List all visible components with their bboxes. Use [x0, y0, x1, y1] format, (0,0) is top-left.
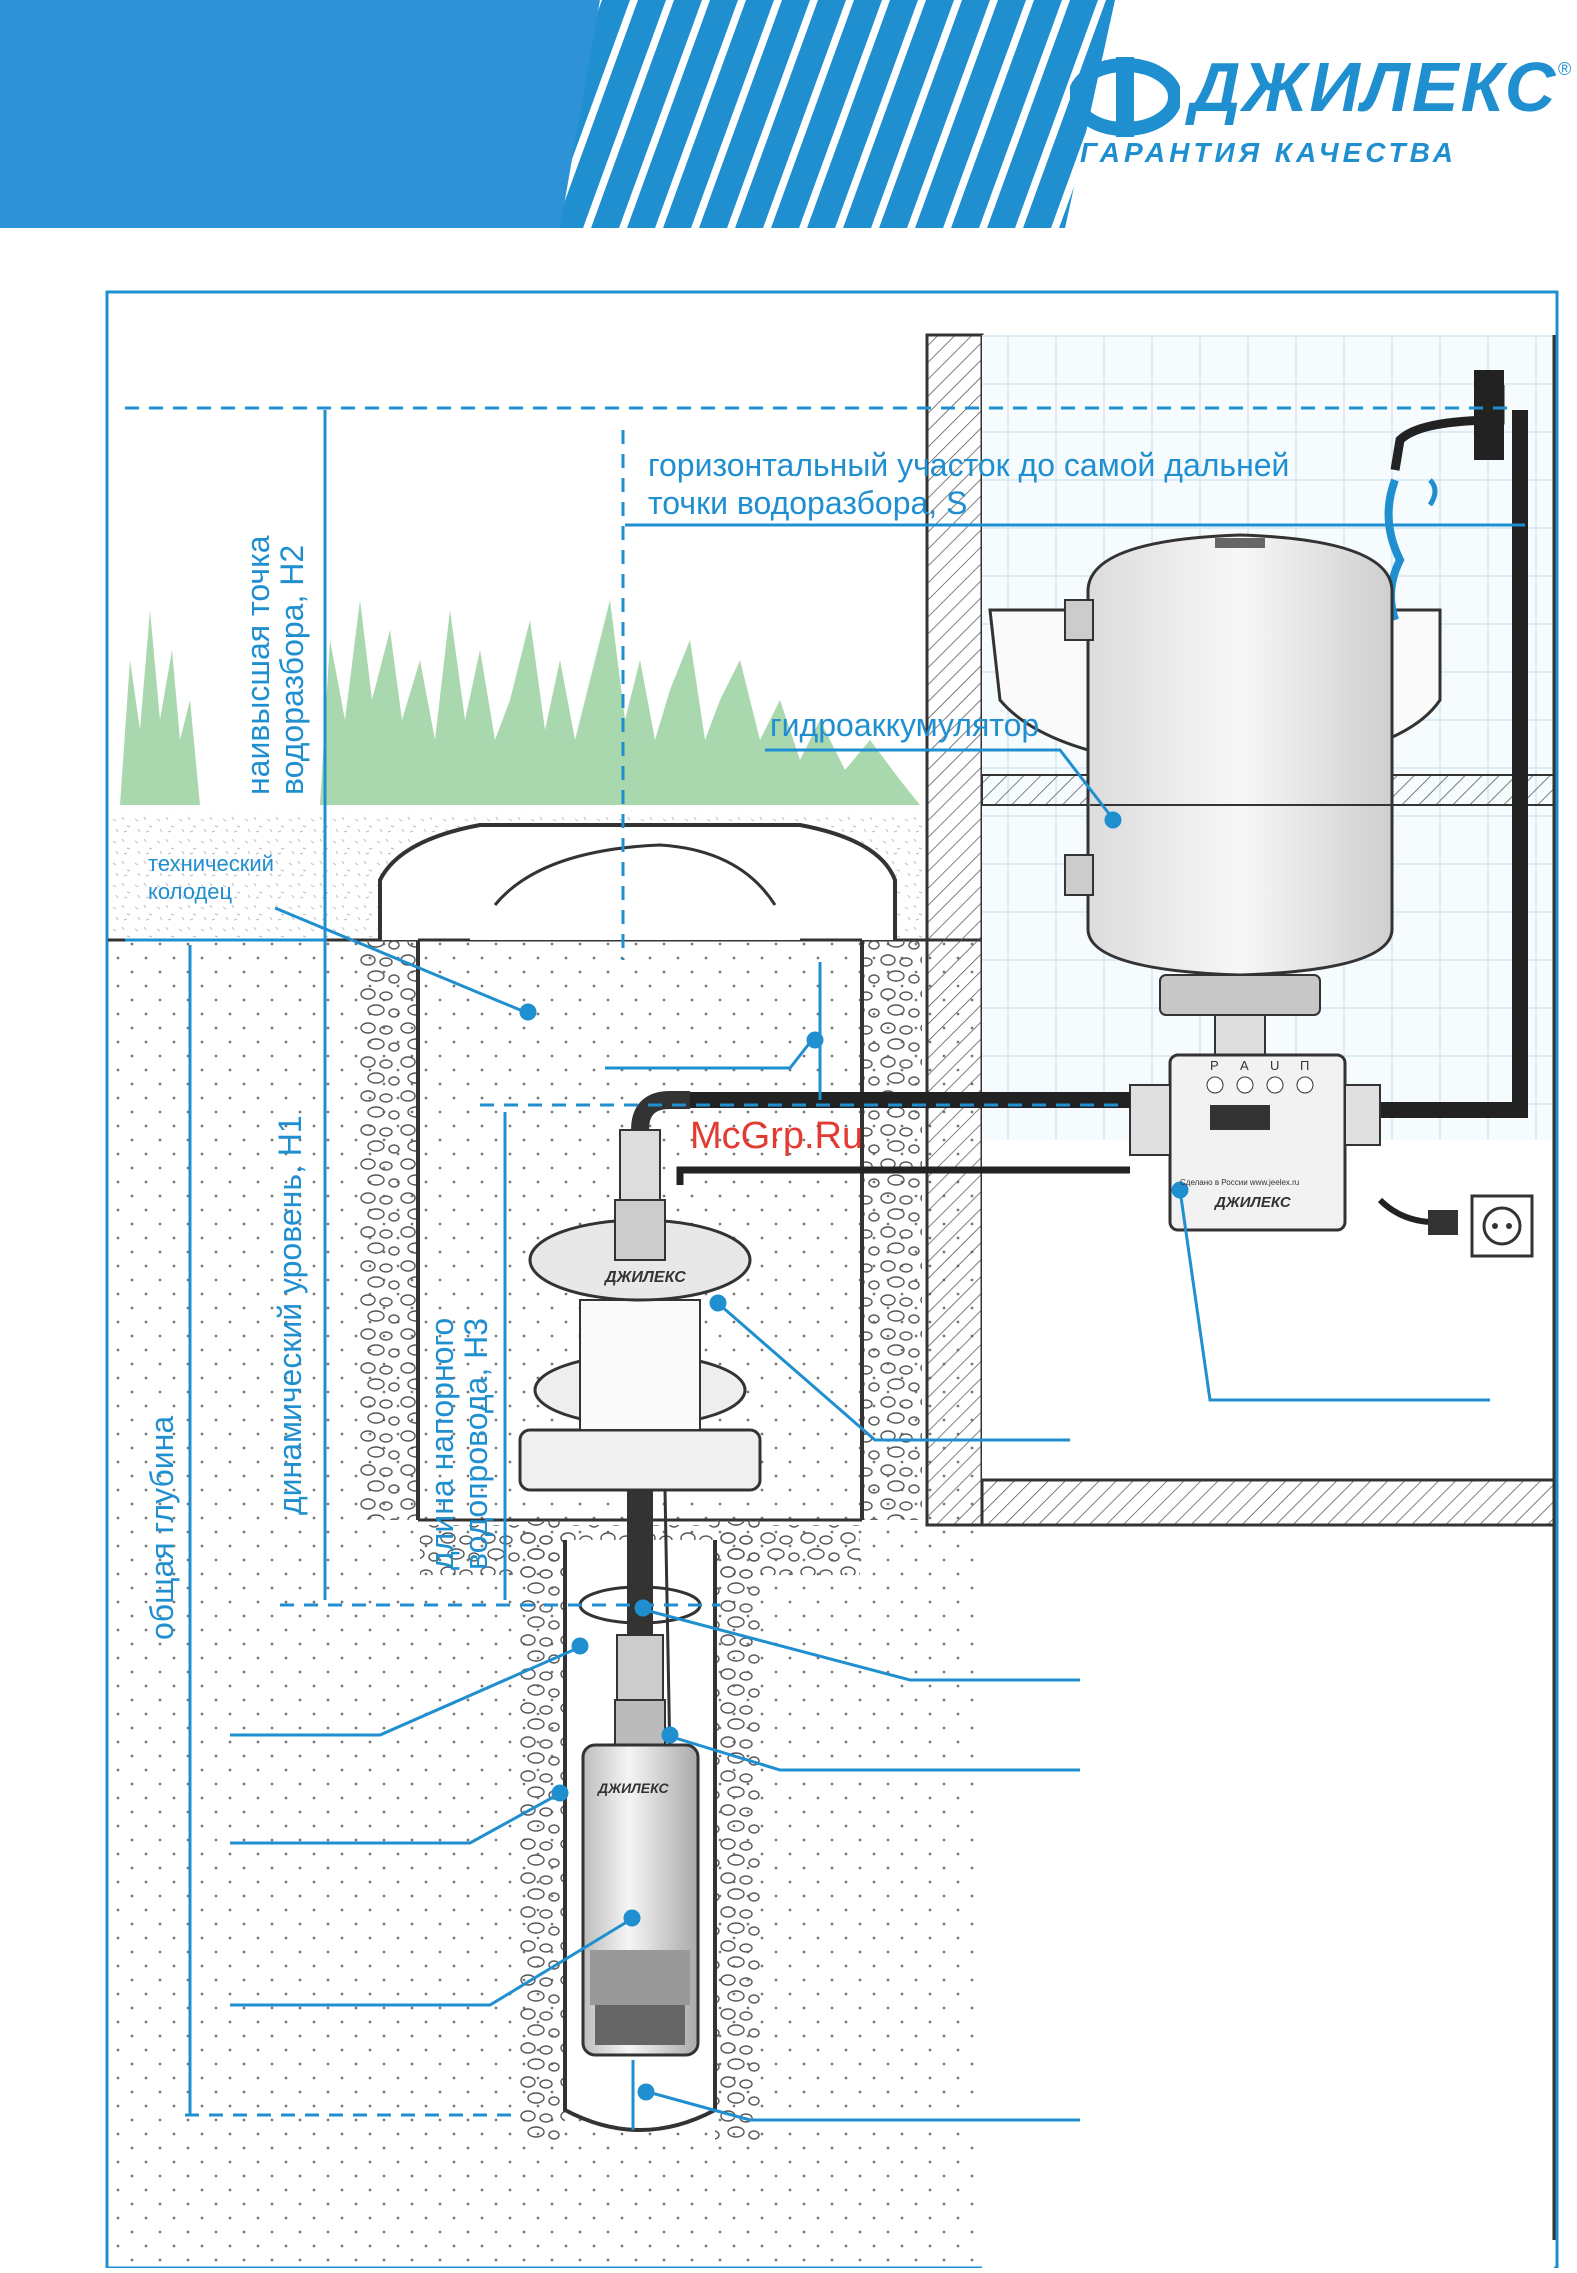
control-unit: [1129, 1053, 1534, 1258]
header-band: [0, 0, 1115, 228]
brand-registered-mark: ®: [1558, 59, 1572, 79]
pipe-to-tap: [1340, 410, 1528, 1118]
label-h3-line2: водопровода, H3: [458, 1317, 494, 1570]
label-accumulator: гидроаккумулятор: [770, 707, 1040, 743]
power-cable: [676, 1166, 1130, 1185]
brand-logo: ДЖИЛЕКС ® ГАРАНТИЯ КАЧЕСТВА: [1070, 48, 1571, 175]
controller-logo: ДЖИЛЕКС: [1213, 1194, 1292, 1211]
controller-led-label: U: [1270, 1058, 1279, 1073]
controller-led-label: П: [1300, 1058, 1309, 1073]
submersible-pump: ДЖИЛЕКС: [581, 1489, 700, 2057]
leader-lines: [230, 748, 1490, 2122]
controller-led-label: Р: [1210, 1058, 1219, 1073]
house-wall: [925, 333, 1556, 2273]
brand-tagline: ГАРАНТИЯ КАЧЕСТВА: [1080, 137, 1457, 168]
controller-footer: Сделано в России www.jeelex.ru: [1180, 1178, 1299, 1187]
grass: [120, 600, 920, 805]
label-tech-well-line1: технический: [148, 851, 274, 876]
label-h2-line2: водоразбора, H2: [274, 544, 310, 795]
controller-led-label: А: [1240, 1058, 1249, 1073]
brand-name: ДЖИЛЕКС: [1190, 48, 1558, 126]
dimension-lines: [125, 406, 1525, 2130]
brand-emblem-icon: [1070, 57, 1180, 137]
accumulator-tank: [1064, 533, 1394, 1061]
label-horizontal-line2: точки водоразбора, S: [648, 485, 968, 521]
watermark: McGrp.Ru: [690, 1115, 864, 1157]
label-total-depth: общая глубина: [144, 1415, 180, 1640]
label-tech-well-line2: колодец: [148, 879, 233, 904]
label-h1: динамический уровень, H1: [272, 1115, 308, 1515]
svg-text:ДЖИЛЕКС: ДЖИЛЕКС: [603, 1269, 686, 1286]
label-horizontal-line1: горизонтальный участок до самой дальней: [648, 447, 1290, 483]
well-head: ДЖИЛЕКС: [518, 1091, 762, 1492]
pump-logo-text: ДЖИЛЕКС: [597, 1780, 670, 1796]
